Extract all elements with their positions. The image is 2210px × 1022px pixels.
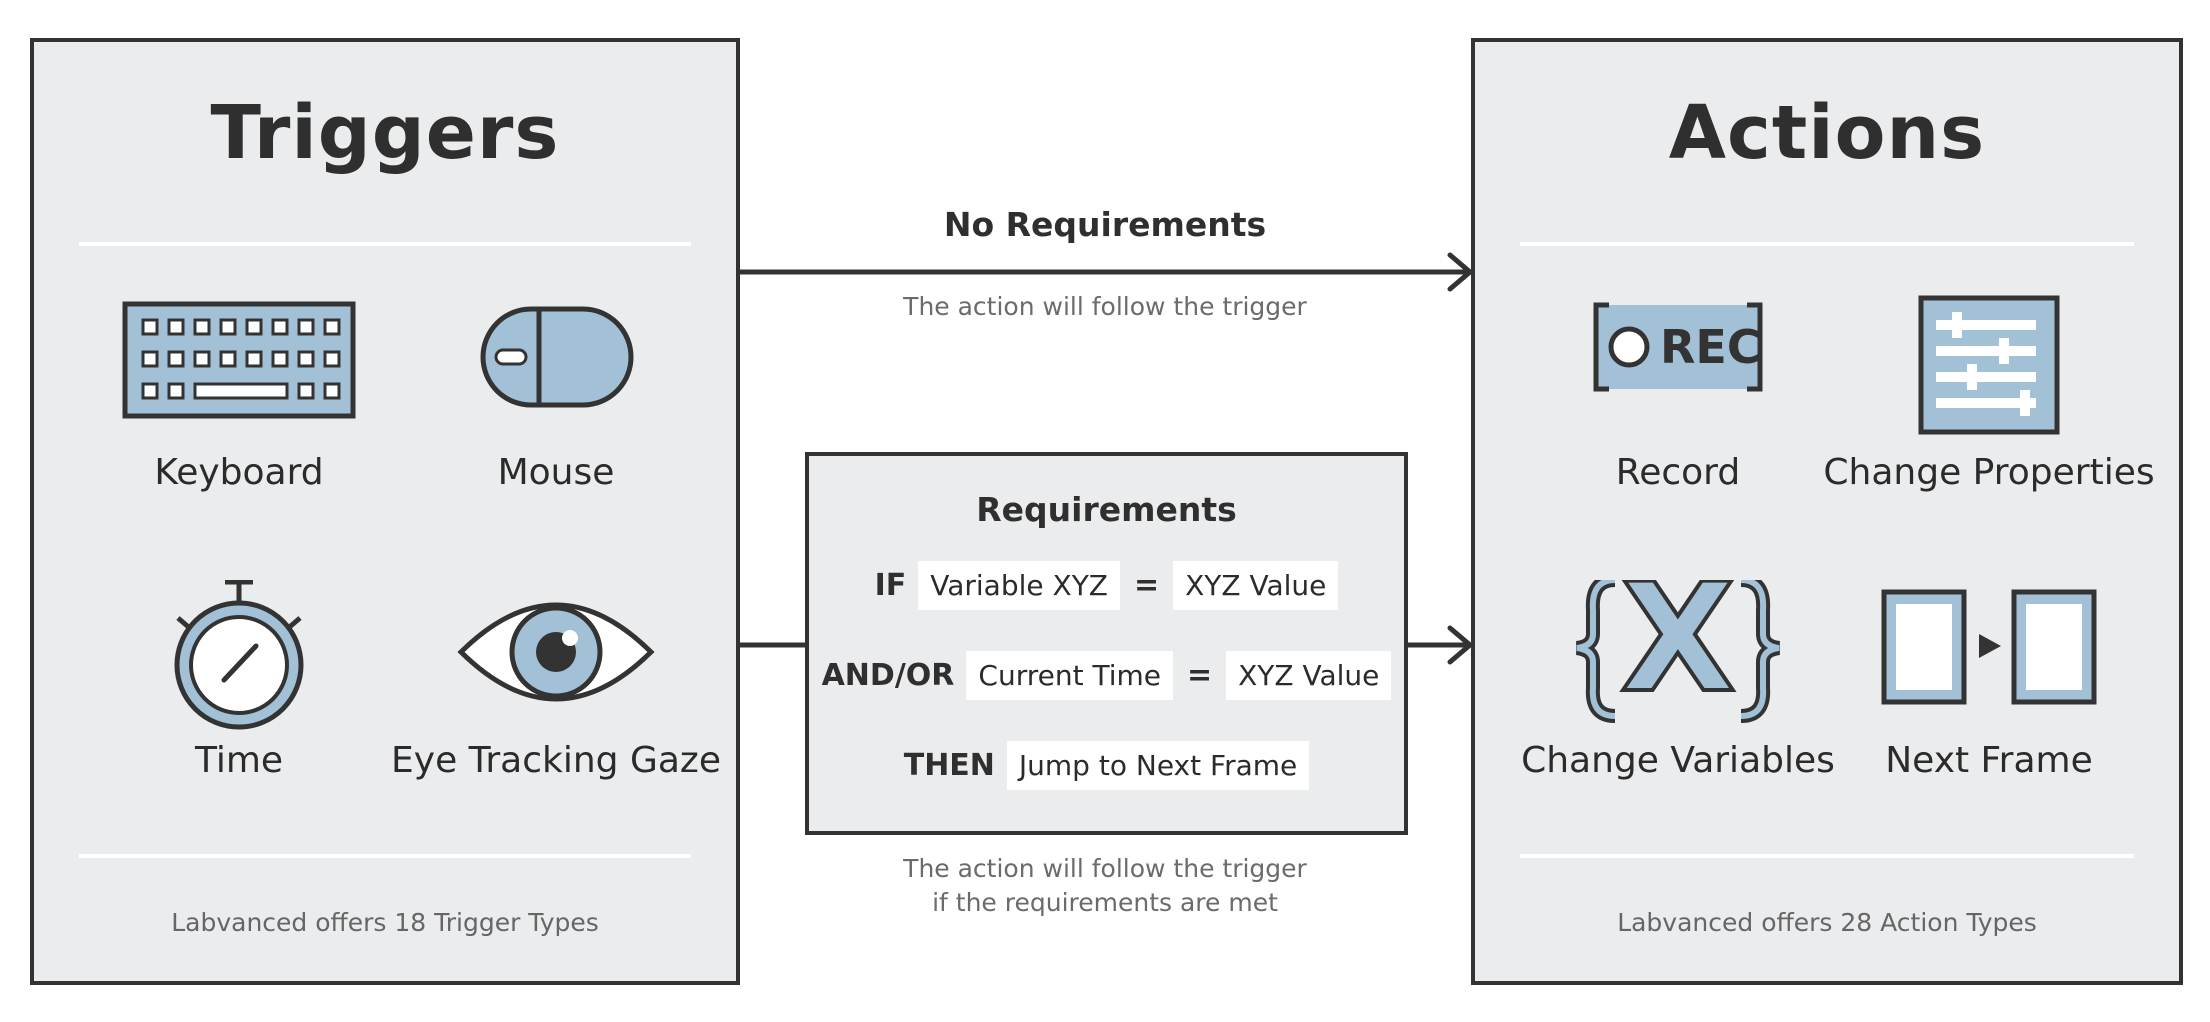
req-arrowhead xyxy=(1447,625,1473,665)
requirement-keyword: IF xyxy=(874,568,907,603)
divider xyxy=(1520,242,2134,246)
trigger-label: Time xyxy=(194,740,284,781)
action-label: Next Frame xyxy=(1885,740,2093,781)
actions-title: Actions xyxy=(1668,90,1986,176)
actions-panel: Actions REC Record xyxy=(1471,38,2183,985)
actions-footer: Labvanced offers 28 Action Types xyxy=(1617,908,2037,937)
divider xyxy=(79,242,691,246)
no-requirements-title: No Requirements xyxy=(943,205,1267,244)
trigger-label: Keyboard xyxy=(154,452,324,493)
stopwatch-icon xyxy=(74,580,404,740)
requirement-row-if: IF Variable XYZ = XYZ Value xyxy=(809,561,1404,610)
requirement-operator: = xyxy=(1133,568,1160,603)
divider xyxy=(1520,854,2134,858)
keyboard-icon xyxy=(74,292,404,452)
variable-braces-icon: X xyxy=(1513,580,1843,740)
trigger-label: Eye Tracking Gaze xyxy=(391,740,721,781)
requirements-description-line1: The action will follow the trigger xyxy=(903,854,1307,883)
requirement-row-then: THEN Jump to Next Frame xyxy=(809,741,1404,790)
triggers-footer: Labvanced offers 18 Trigger Types xyxy=(171,908,599,937)
trigger-label: Mouse xyxy=(497,452,615,493)
record-icon: REC xyxy=(1513,292,1843,452)
requirement-left-operand: Variable XYZ xyxy=(918,561,1120,610)
requirement-action: Jump to Next Frame xyxy=(1006,741,1310,790)
requirement-right-operand: XYZ Value xyxy=(1226,651,1392,700)
divider xyxy=(79,854,691,858)
next-frame-icon xyxy=(1824,580,2154,740)
action-label: Record xyxy=(1615,452,1741,493)
action-label: Change Properties xyxy=(1823,452,2155,493)
requirement-right-operand: XYZ Value xyxy=(1173,561,1339,610)
requirements-title: Requirements xyxy=(976,490,1237,529)
variable-icon-text: X xyxy=(1620,580,1736,726)
action-label: Change Variables xyxy=(1521,740,1835,781)
no-requirements-arrowhead xyxy=(1447,252,1473,292)
sliders-icon xyxy=(1824,292,2154,452)
mouse-icon xyxy=(391,292,721,452)
requirement-row-and-or: AND/OR Current Time = XYZ Value xyxy=(809,651,1404,700)
requirements-description: The action will follow the trigger if th… xyxy=(760,852,1450,920)
eye-icon xyxy=(391,580,721,740)
record-icon-text: REC xyxy=(1660,320,1761,374)
requirement-keyword: THEN xyxy=(903,748,995,783)
requirements-description-line2: if the requirements are met xyxy=(932,888,1278,917)
requirement-keyword: AND/OR xyxy=(821,658,955,693)
requirement-operator: = xyxy=(1186,658,1213,693)
no-requirements-description: The action will follow the trigger xyxy=(903,292,1307,321)
triggers-title: Triggers xyxy=(210,90,560,176)
triggers-panel: Triggers Keyboard Mouse xyxy=(30,38,740,985)
requirement-left-operand: Current Time xyxy=(966,651,1173,700)
requirements-box: Requirements IF Variable XYZ = XYZ Value… xyxy=(805,452,1408,835)
